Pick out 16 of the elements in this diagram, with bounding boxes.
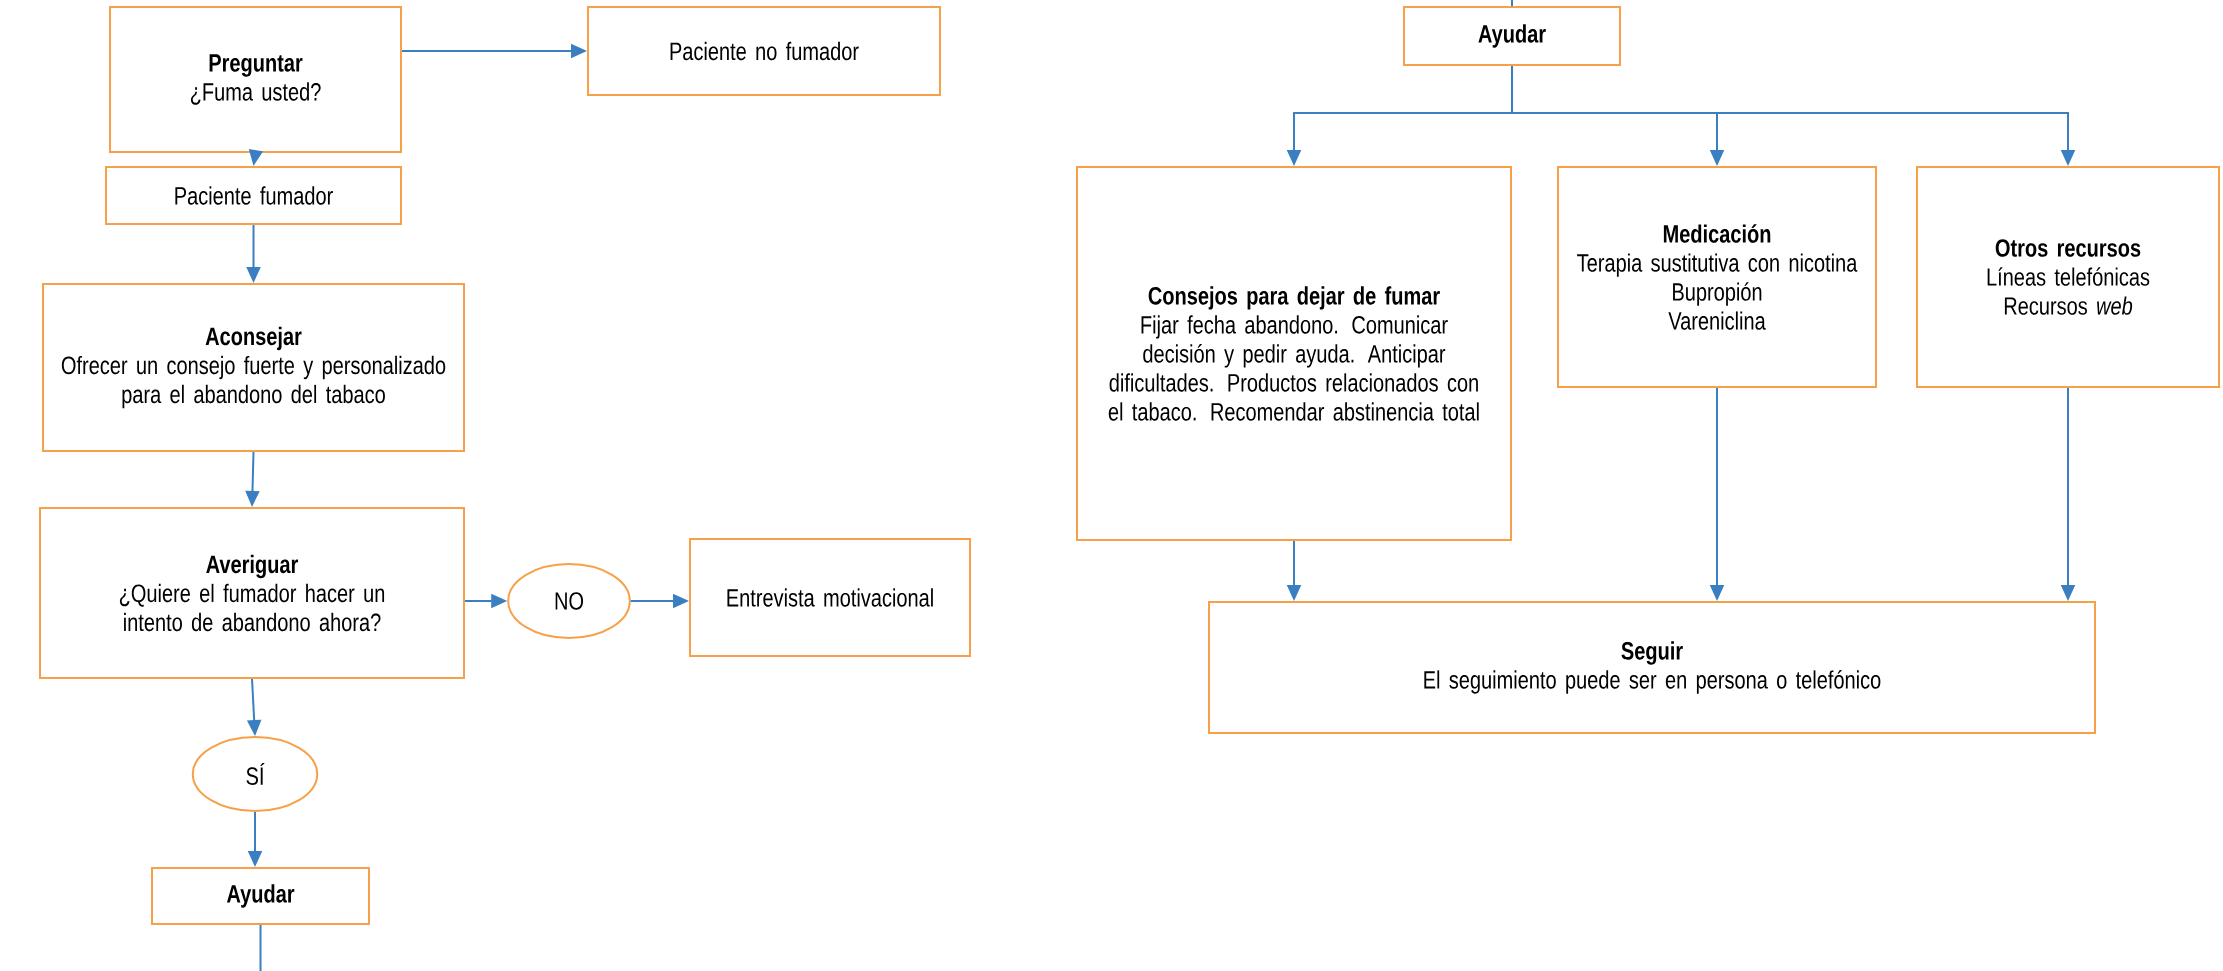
process-box: Medicación Terapia sustitutiva con nicotina Bupropión Vareniclina (1557, 166, 1877, 388)
process-box: Consejos para dejar de fumar Fijar fecha abandono. Comunicar decisión y pedir ayuda. Anticipar dificultades. Productos relacionados con el tabaco. Recomendar abstinencia total (1076, 166, 1512, 541)
connector-line (259, 924, 262, 971)
process-box: Ayudar (1403, 6, 1621, 66)
process-box: Entrevista motivacional (689, 538, 971, 657)
process-box: Seguir El seguimiento puede ser en persona o telefónico (1208, 601, 2096, 734)
process-box: Aconsejar Ofrecer un consejo fuerte y personalizado para el abandono del tabaco (42, 283, 465, 452)
answer-oval: NO (507, 563, 631, 639)
process-box: Ayudar (151, 867, 370, 925)
process-box: Paciente fumador (105, 166, 402, 225)
process-box: Paciente no fumador (587, 6, 941, 96)
process-box: Otros recursos Líneas telefónicas Recursos web (1916, 166, 2220, 388)
answer-oval: SÍ (191, 736, 319, 812)
process-box: Averiguar ¿Quiere el fumador hacer un intento de abandono ahora? (39, 507, 465, 679)
connector-line (1511, 0, 1513, 7)
process-box: Preguntar ¿Fuma usted? (109, 6, 402, 153)
